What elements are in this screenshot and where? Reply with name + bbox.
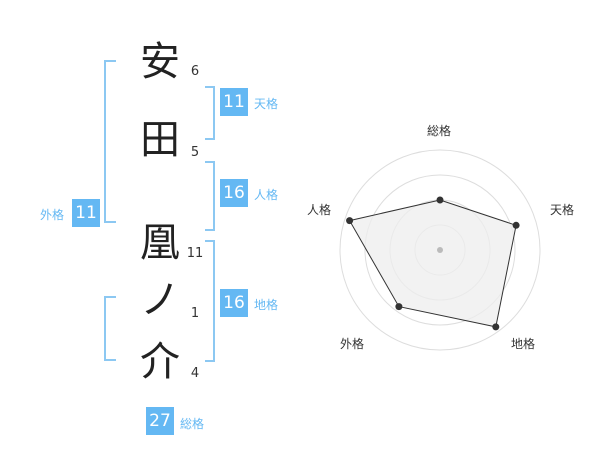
- radar-label-soukaku: 総格: [427, 124, 452, 138]
- radar-label-gaikaku: 外格: [340, 337, 365, 351]
- jinkaku-label: 人格: [254, 188, 279, 202]
- radar-label-tenkaku: 天格: [550, 203, 575, 217]
- jinkaku-bracket: [205, 161, 215, 231]
- chikaku-value: 16: [220, 289, 248, 317]
- radar-ring: [339, 149, 541, 351]
- stroke-count-4: 1: [190, 306, 200, 321]
- radar-point-1: [436, 196, 444, 204]
- radar-polygon: [348, 199, 517, 328]
- stroke-count-5: 4: [190, 366, 200, 381]
- name-char-1: 安: [140, 39, 180, 85]
- name-char-2: 田: [140, 117, 180, 163]
- soukaku-value: 27: [146, 407, 174, 435]
- jinkaku-value: 16: [220, 179, 248, 207]
- gaikaku-label: 外格: [40, 208, 65, 222]
- gaikaku-bracket-gap-left: [103, 222, 107, 298]
- stroke-count-2: 5: [190, 145, 200, 160]
- name-char-4: ノ: [140, 277, 180, 323]
- radar-ring: [364, 174, 516, 326]
- radar-label-jinkaku: 人格: [307, 203, 332, 217]
- radar-point-5: [346, 217, 354, 225]
- tenkaku-bracket: [205, 86, 215, 140]
- gaikaku-value: 11: [72, 199, 100, 227]
- stroke-count-3: 11: [186, 246, 204, 261]
- gaikaku-bracket-tick-top: [104, 221, 116, 223]
- stroke-count-1: 6: [190, 64, 200, 79]
- name-char-5: 介: [140, 339, 180, 385]
- chikaku-label: 地格: [254, 298, 279, 312]
- tenkaku-label: 天格: [254, 97, 279, 111]
- radar-center: [437, 247, 443, 253]
- soukaku-label: 総格: [180, 417, 205, 431]
- radar-point-4: [395, 303, 403, 311]
- name-char-3: 凰: [140, 220, 180, 266]
- tenkaku-value: 11: [220, 88, 248, 116]
- chikaku-bracket: [205, 240, 215, 362]
- gaikaku-bracket-tick-bottom: [104, 296, 116, 298]
- radar-point-3: [492, 323, 500, 331]
- radar-label-chikaku: 地格: [511, 337, 536, 351]
- radar-chart: [339, 149, 541, 351]
- gaikaku-bracket: [104, 60, 116, 361]
- radar-point-2: [512, 221, 520, 229]
